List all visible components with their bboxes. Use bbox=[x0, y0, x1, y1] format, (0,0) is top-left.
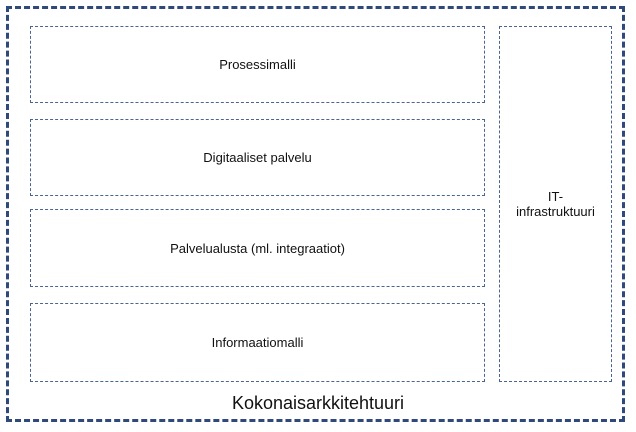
layer-label: Prosessimalli bbox=[219, 57, 296, 72]
layer-digital-services: Digitaaliset palvelu bbox=[30, 119, 485, 196]
it-infrastructure: IT-infrastruktuuri bbox=[499, 26, 612, 382]
layer-label: Digitaaliset palvelu bbox=[203, 150, 312, 165]
diagram-title: Kokonaisarkkitehtuuri bbox=[231, 393, 405, 413]
layer-process-model: Prosessimalli bbox=[30, 26, 485, 103]
layer-label: Palvelualusta (ml. integraatiot) bbox=[170, 240, 345, 256]
layer-service-platform: Palvelualusta (ml. integraatiot) bbox=[30, 209, 485, 287]
side-label-2: infrastruktuuri bbox=[516, 204, 595, 219]
layer-information-model: Informaatiomalli bbox=[30, 303, 485, 382]
architecture-frame bbox=[6, 6, 625, 422]
layer-label: Informaatiomalli bbox=[211, 335, 304, 350]
side-label-1: IT- bbox=[547, 189, 564, 204]
